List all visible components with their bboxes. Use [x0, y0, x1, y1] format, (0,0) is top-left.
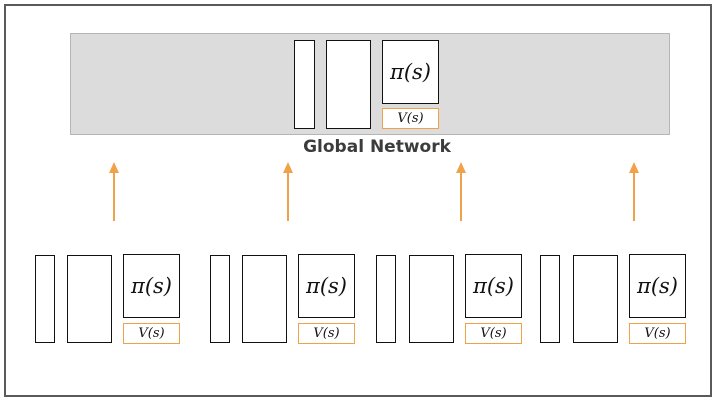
- worker-4-policy-head: π(s): [629, 254, 686, 318]
- global-value-head: V(s): [382, 108, 439, 129]
- arrow-worker-1: [109, 162, 119, 221]
- worker-4-input-layer: [540, 255, 560, 343]
- worker-1-value-head: V(s): [123, 323, 180, 344]
- worker-3-policy-head: π(s): [465, 254, 522, 318]
- worker-2-value-head: V(s): [298, 323, 355, 344]
- global-hidden-layer: [326, 40, 371, 129]
- arrow-worker-3: [456, 162, 466, 221]
- global-network-label: Global Network: [303, 137, 451, 157]
- global-input-layer: [294, 40, 315, 129]
- arrow-worker-2: [283, 162, 293, 221]
- worker-1-input-layer: [35, 255, 55, 343]
- worker-3-hidden-layer: [409, 255, 454, 343]
- worker-4-hidden-layer: [573, 255, 618, 343]
- worker-2-policy-head: π(s): [298, 254, 355, 318]
- global-policy-head: π(s): [382, 40, 439, 104]
- worker-3-input-layer: [376, 255, 396, 343]
- worker-3-value-head: V(s): [465, 323, 522, 344]
- worker-1-hidden-layer: [67, 255, 112, 343]
- worker-4-value-head: V(s): [629, 323, 686, 344]
- worker-2-input-layer: [210, 255, 230, 343]
- worker-1-policy-head: π(s): [123, 254, 180, 318]
- arrow-worker-4: [629, 162, 639, 221]
- worker-2-hidden-layer: [242, 255, 287, 343]
